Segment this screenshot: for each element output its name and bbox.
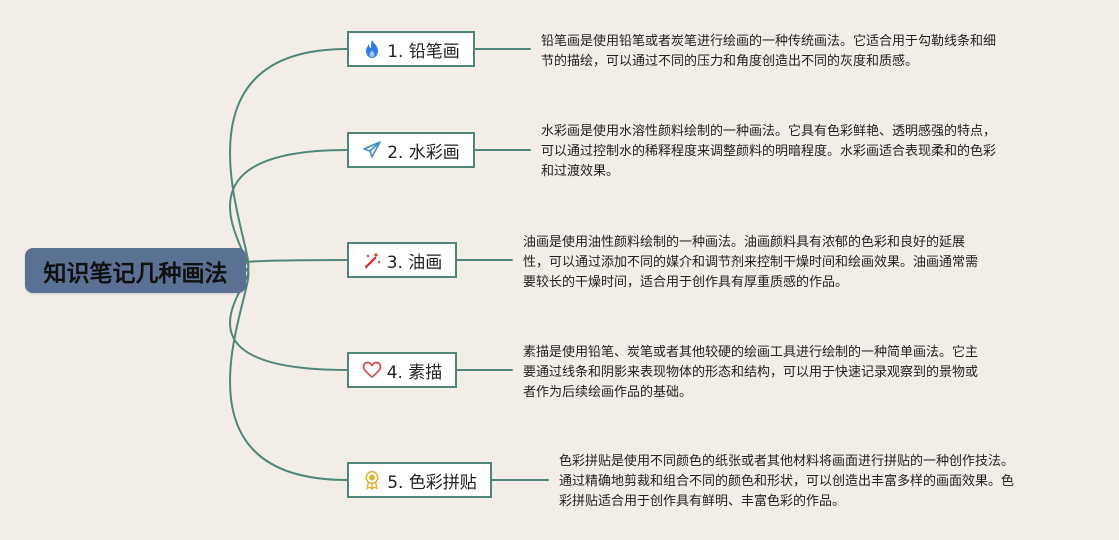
description-line: 色彩拼贴是使用不同颜色的纸张或者其他材料将画面进行拼贴的一种创作技法。 xyxy=(559,454,1015,469)
topic-label: 4. 素描 xyxy=(386,362,443,383)
description-line: 可以通过控制水的稀释程度来调整颜料的明暗程度。水彩画适合表现柔和的色彩 xyxy=(541,144,997,159)
topic-color-collage[interactable]: 5. 色彩拼贴 xyxy=(347,462,492,498)
root-topic[interactable]: 知识笔记几种画法 xyxy=(25,248,246,293)
branch-connector xyxy=(229,149,348,271)
topic-sketch[interactable]: 4. 素描 xyxy=(347,352,457,388)
description-line: 素描是使用铅笔、炭笔或者其他较硬的绘画工具进行绘制的一种简单画法。它主 xyxy=(523,345,979,360)
heart-icon xyxy=(362,360,382,380)
topic-watercolor[interactable]: 2. 水彩画 xyxy=(347,132,475,168)
root-topic-label: 知识笔记几种画法 xyxy=(43,260,228,287)
topic-pencil-drawing[interactable]: 1. 铅笔画 xyxy=(347,31,475,67)
description-line: 水彩画是使用水溶性颜料绘制的一种画法。它具有色彩鲜艳、透明感强的特点， xyxy=(541,124,997,139)
description-line: 者作为后续绘画作品的基础。 xyxy=(523,385,693,400)
description-pencil-drawing: 铅笔画是使用铅笔或者炭笔进行绘画的一种传统画法。它适合用于勾勒线条和细 节的描绘… xyxy=(541,32,996,72)
description-sketch: 素描是使用铅笔、炭笔或者其他较硬的绘画工具进行绘制的一种简单画法。它主 要通过线… xyxy=(523,343,978,403)
description-oil-painting: 油画是使用油性颜料绘制的一种画法。油画颜料具有浓郁的色彩和良好的延展 性，可以通… xyxy=(523,233,978,293)
topic-label: 3. 油画 xyxy=(386,252,443,273)
topic-label: 2. 水彩画 xyxy=(387,142,460,163)
flame-icon xyxy=(362,39,382,59)
magic-wand-icon xyxy=(362,250,382,270)
branch-connector xyxy=(229,48,348,271)
topic-oil-painting[interactable]: 3. 油画 xyxy=(347,242,457,278)
description-line: 性，可以通过添加不同的媒介和调节剂来控制干燥时间和绘画效果。油画通常需 xyxy=(523,255,979,270)
description-line: 通过精确地剪裁和组合不同的颜色和形状，可以创造出丰富多样的画面效果。色 xyxy=(559,474,1015,489)
description-line: 要较长的干燥时间，适合用于创作具有厚重质感的作品。 xyxy=(523,275,849,290)
paper-plane-icon xyxy=(362,140,382,160)
description-line: 和过渡效果。 xyxy=(541,164,620,179)
description-line: 油画是使用油性颜料绘制的一种画法。油画颜料具有浓郁的色彩和良好的延展 xyxy=(523,235,966,250)
description-line: 要通过线条和阴影来表现物体的形态和结构，可以用于快速记录观察到的景物或 xyxy=(523,365,979,380)
award-badge-icon xyxy=(362,470,382,490)
description-line: 彩拼贴适合用于创作具有鲜明、丰富色彩的作品。 xyxy=(559,494,846,509)
description-line: 节的描绘，可以通过不同的压力和角度创造出不同的灰度和质感。 xyxy=(541,54,919,69)
description-line: 铅笔画是使用铅笔或者炭笔进行绘画的一种传统画法。它适合用于勾勒线条和细 xyxy=(541,34,997,49)
topic-label: 5. 色彩拼贴 xyxy=(387,472,477,493)
branch-connector xyxy=(229,269,348,481)
topic-label: 1. 铅笔画 xyxy=(387,41,460,62)
description-color-collage: 色彩拼贴是使用不同颜色的纸张或者其他材料将画面进行拼贴的一种创作技法。 通过精确… xyxy=(559,452,1014,512)
description-watercolor: 水彩画是使用水溶性颜料绘制的一种画法。它具有色彩鲜艳、透明感强的特点， 可以通过… xyxy=(541,122,996,182)
